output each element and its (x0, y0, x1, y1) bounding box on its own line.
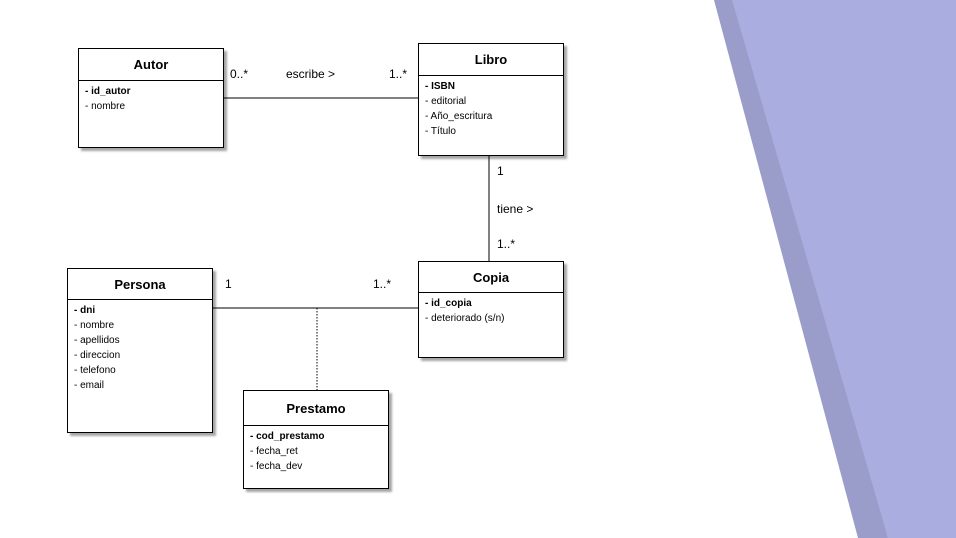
class-libro[interactable]: Libro - ISBN- editorial- Año_escritura- … (418, 43, 564, 156)
class-attribute: - email (74, 380, 105, 391)
class-attribute: - fecha_ret (250, 446, 298, 457)
class-attribute: - telefono (74, 365, 116, 376)
class-attribute: - editorial (425, 96, 467, 107)
class-attribute: - deteriorado (s/n) (425, 313, 505, 324)
multiplicity-libro-escribe: 1..* (389, 67, 408, 81)
class-attributes: - dni - nombre - apellidos - direccion - tel… (68, 300, 212, 393)
class-attributes: - id_autor - nombre (79, 81, 223, 114)
class-name: Libro (419, 44, 563, 76)
decorative-stripe-light (732, 0, 956, 538)
multiplicity-autor-escribe: 0..* (230, 67, 249, 81)
class-attribute: - nombre (74, 320, 115, 331)
multiplicity-persona-prestamo: 1 (225, 277, 232, 291)
class-attribute: - apellidos (74, 335, 120, 346)
class-name: Autor (79, 49, 223, 81)
class-name: Copia (419, 262, 563, 293)
class-attribute: - ISBN (425, 81, 455, 92)
class-attribute: - nombre (85, 101, 126, 112)
class-attribute: - direccion (74, 350, 121, 361)
class-attribute: - id_copia (425, 298, 472, 309)
class-attribute: - fecha_dev (250, 461, 303, 472)
decorative-stripe-dark (714, 0, 888, 538)
class-prestamo[interactable]: Prestamo - cod_prestamo - fecha_ret - fech… (243, 390, 389, 489)
class-attribute: - id_autor (85, 86, 131, 97)
class-copia[interactable]: Copia - id_copia - deteriorado (s/n) (418, 261, 564, 358)
association-label-tiene: tiene > (497, 202, 534, 216)
class-attributes: - id_copia - deteriorado (s/n) (419, 293, 563, 326)
association-label-escribe: escribe > (286, 67, 336, 81)
class-attribute: - Año_escritura (425, 111, 493, 122)
class-autor[interactable]: Autor - id_autor - nombre (78, 48, 224, 148)
multiplicity-libro-tiene: 1 (497, 164, 504, 178)
class-persona[interactable]: Persona - dni - nombre - apellidos - direcc… (67, 268, 213, 433)
class-attribute: - cod_prestamo (250, 431, 325, 442)
multiplicity-copia-tiene: 1..* (497, 237, 516, 251)
class-name: Prestamo (244, 391, 388, 426)
class-attributes: - cod_prestamo - fecha_ret - fecha_dev (244, 426, 388, 474)
multiplicity-copia-prestamo: 1..* (373, 277, 392, 291)
class-attribute: - dni (74, 305, 96, 316)
class-attribute: - Título (425, 126, 456, 137)
class-attributes: - ISBN - editorial - Año_escritura - Título (419, 76, 563, 139)
class-name: Persona (68, 269, 212, 300)
